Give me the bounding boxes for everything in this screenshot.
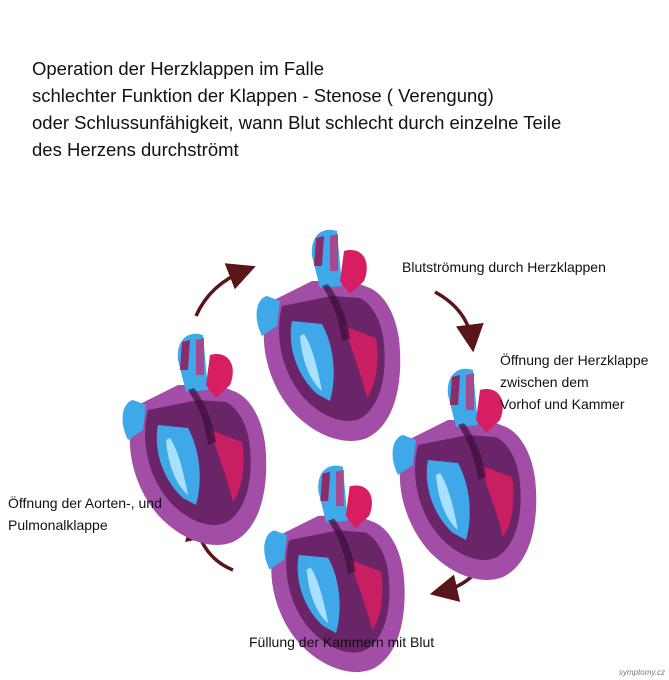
title-line-4: des Herzens durchströmt <box>32 139 239 160</box>
heart-top <box>256 229 401 441</box>
label-left-line-1: Öffnung der Aorten-, und <box>8 495 162 511</box>
arrow-top-right <box>434 290 484 353</box>
title-line-2: schlechter Funktion der Klappen - Stenos… <box>32 85 494 106</box>
watermark: symptomy.cz <box>618 668 665 677</box>
label-right-line-3: Vorhof und Kammer <box>500 396 625 412</box>
label-top: Blutströmung durch Herzklappen <box>402 259 606 275</box>
label-right: Öffnung der Herzklappe zwischen dem Vorh… <box>500 349 648 415</box>
diagram-title: Operation der Herzklappen im Falle schle… <box>32 55 662 163</box>
title-line-1: Operation der Herzklappen im Falle <box>32 58 325 79</box>
arrow-top-left <box>194 263 256 317</box>
label-left: Öffnung der Aorten-, und Pulmonalklappe <box>8 492 162 536</box>
label-left-line-2: Pulmonalklappe <box>8 517 108 533</box>
label-bottom: Füllung der Kammern mit Blut <box>249 634 435 650</box>
label-right-line-2: zwischen dem <box>500 374 589 390</box>
label-right-line-1: Öffnung der Herzklappe <box>500 352 649 368</box>
title-line-3: oder Schlussunfähigkeit, wann Blut schle… <box>32 112 562 133</box>
